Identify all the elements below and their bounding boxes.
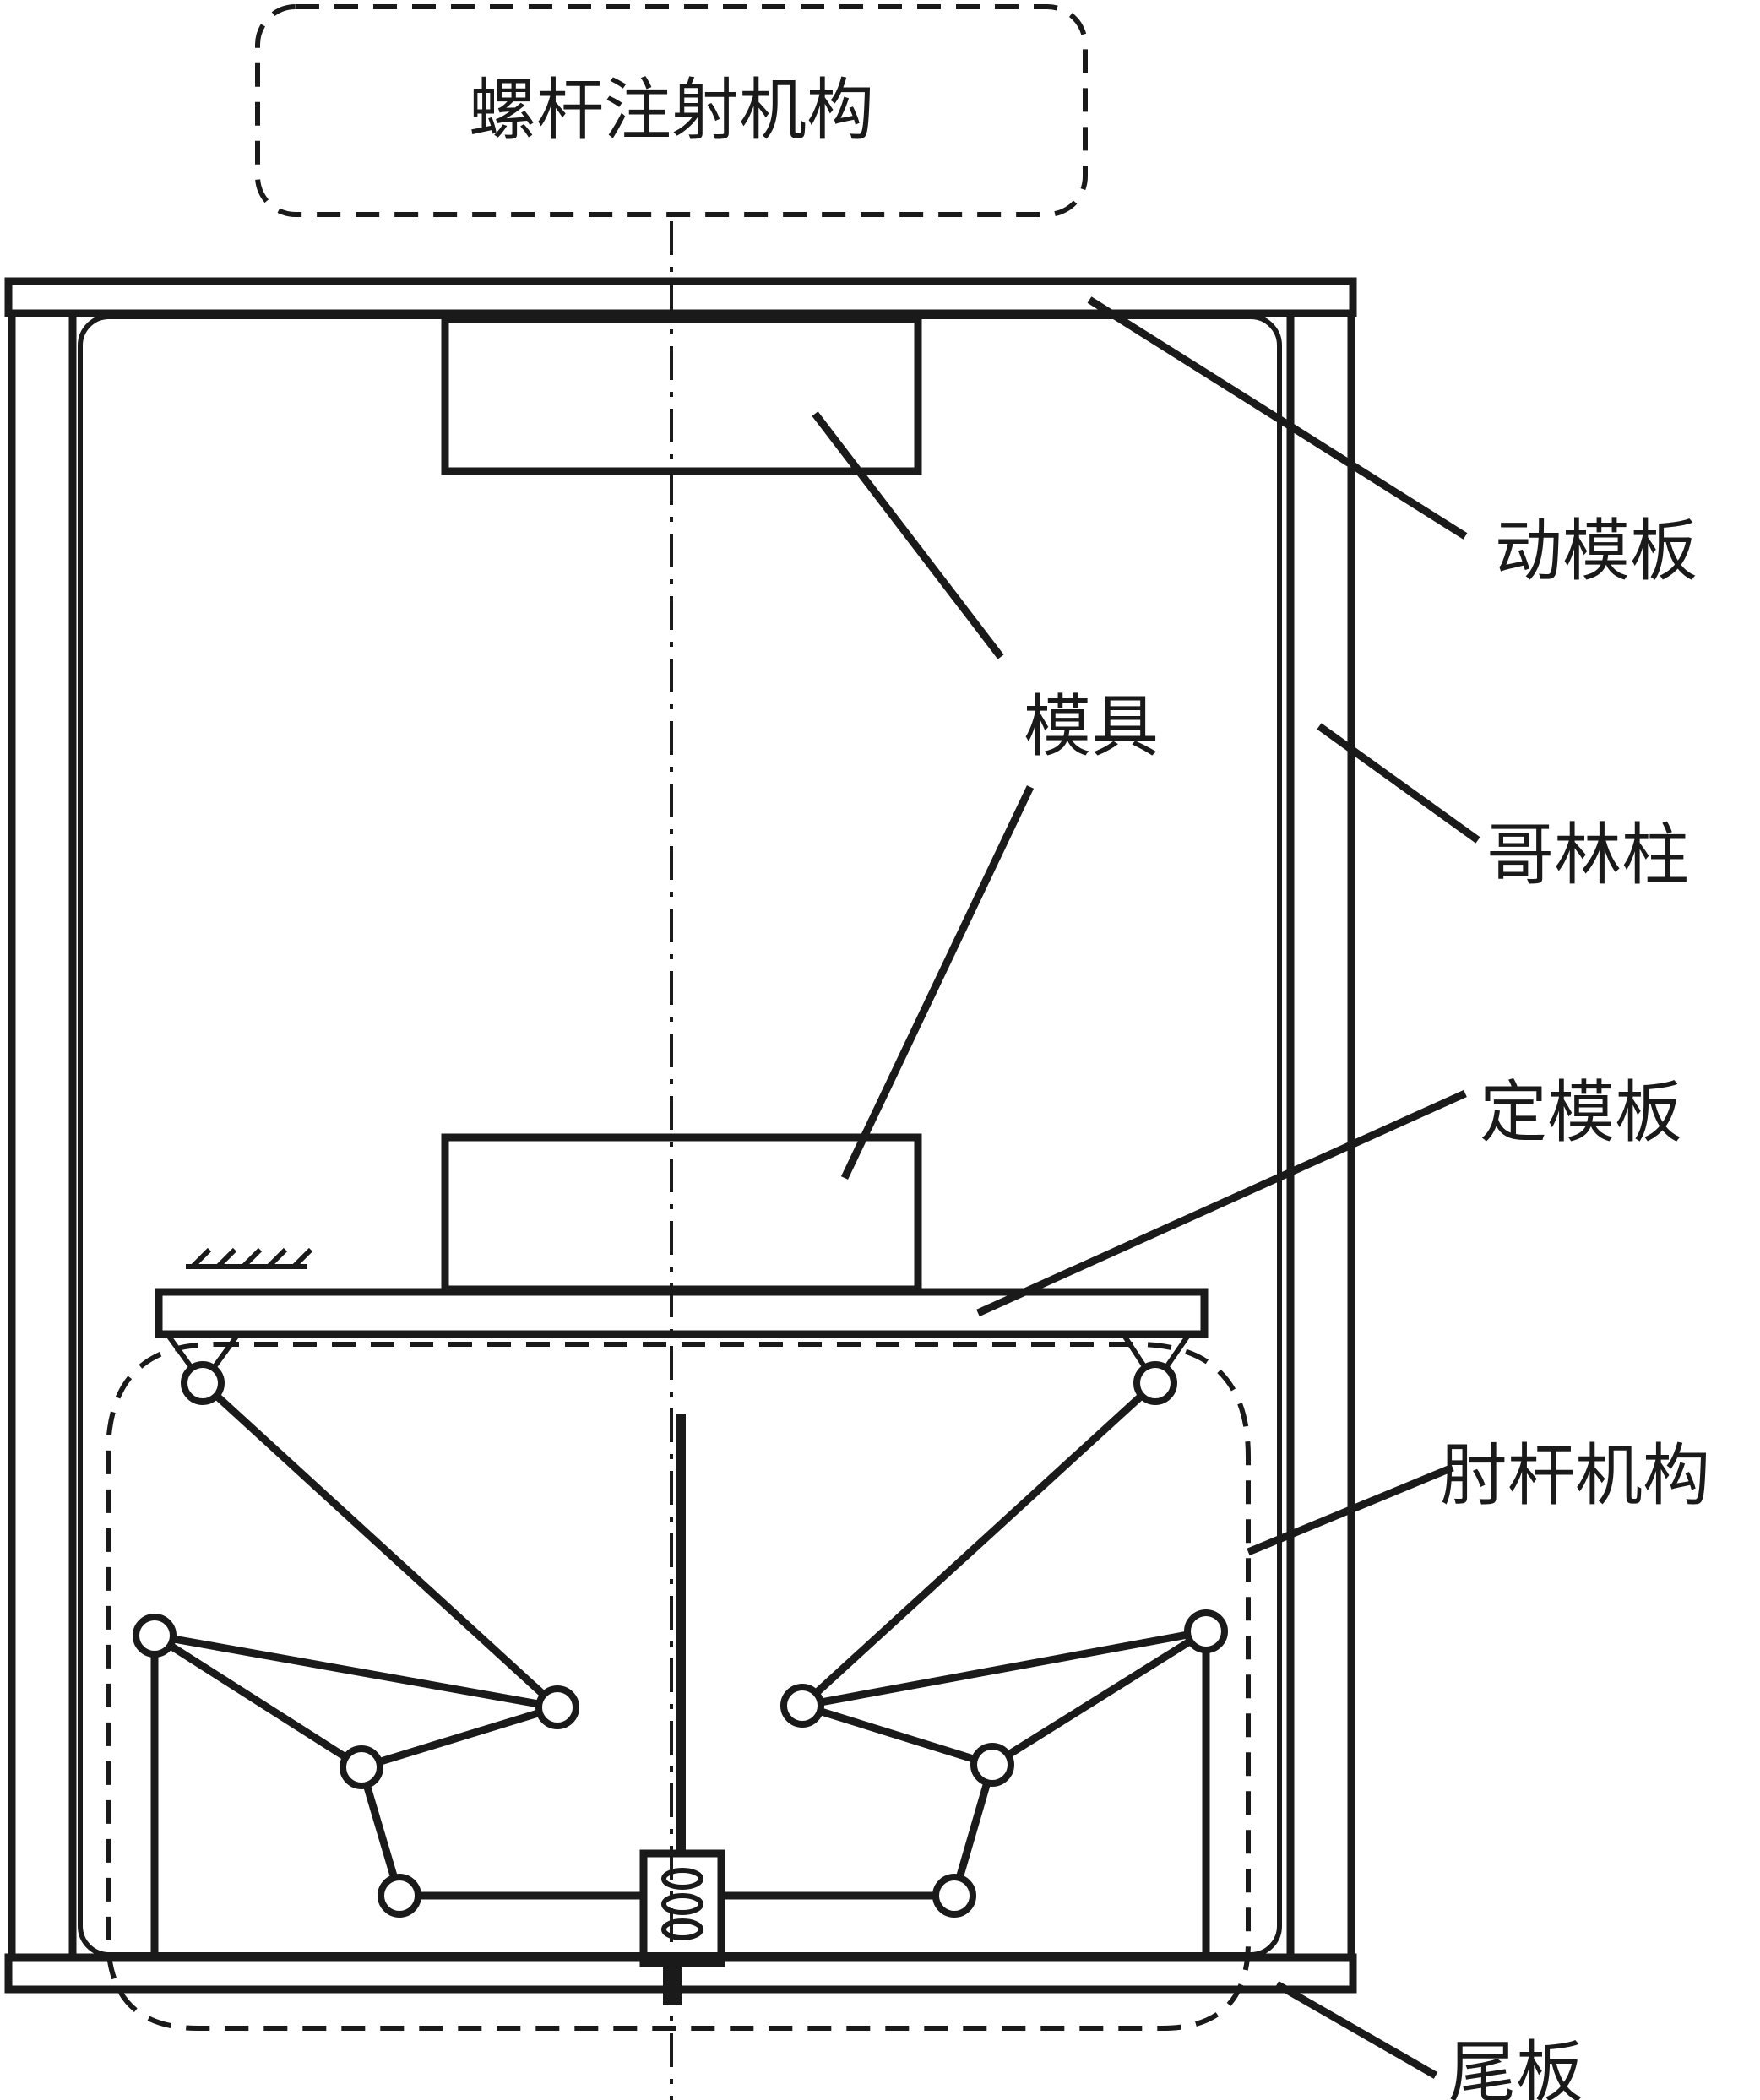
label-tail-plate: 尾板 — [1448, 2033, 1583, 2100]
tie-bar-right — [1286, 309, 1355, 1962]
label-moving-platen: 动模板 — [1495, 512, 1698, 590]
injection-unit-label: 螺杆注射机构 — [469, 71, 874, 149]
mold-upper — [441, 315, 922, 475]
leader-fixed-platen — [976, 1089, 1467, 1317]
leader-mold-lower — [840, 785, 1035, 1180]
label-fixed-platen: 定模板 — [1480, 1073, 1682, 1152]
linkage-right — [721, 1380, 1210, 1957]
joint-left-elbow — [535, 1685, 579, 1729]
joint-right-mid — [970, 1743, 1014, 1787]
joint-right-outer — [1184, 1609, 1228, 1653]
joint-right-elbow — [780, 1684, 824, 1728]
leader-moving-platen — [1087, 296, 1468, 540]
label-mold: 模具 — [1024, 687, 1159, 766]
moving-platen — [4, 277, 1357, 317]
leader-tie-bar — [1317, 723, 1480, 844]
leader-toggle — [1247, 1463, 1454, 1556]
leader-tail-plate — [1274, 1981, 1438, 2079]
rod-tail — [663, 1967, 682, 2005]
toggle-mechanism-outline — [106, 1342, 1251, 2031]
leader-lines — [812, 296, 1480, 2079]
mold-lower — [441, 1133, 922, 1294]
fixed-platen — [155, 1288, 1209, 1338]
ground-hatch — [186, 1247, 313, 1269]
joint-left-low — [378, 1874, 421, 1918]
joint-left-mid — [340, 1745, 383, 1789]
crosshead-block — [639, 1849, 725, 1967]
linkage-left — [150, 1380, 644, 1957]
joint-left-outer — [133, 1614, 177, 1658]
injection-unit-box — [255, 4, 1088, 217]
joint-right-low — [932, 1874, 976, 1918]
tie-bar-left — [8, 309, 77, 1962]
leader-mold-upper — [812, 411, 1004, 659]
joint-left-pivot — [181, 1361, 225, 1405]
joint-right-pivot — [1133, 1361, 1177, 1405]
crosshead-rod — [676, 1414, 686, 1853]
label-toggle: 肘杆机构 — [1440, 1436, 1710, 1515]
label-tie-bar: 哥林柱 — [1486, 816, 1689, 894]
crosshead-spring — [661, 1868, 703, 1940]
